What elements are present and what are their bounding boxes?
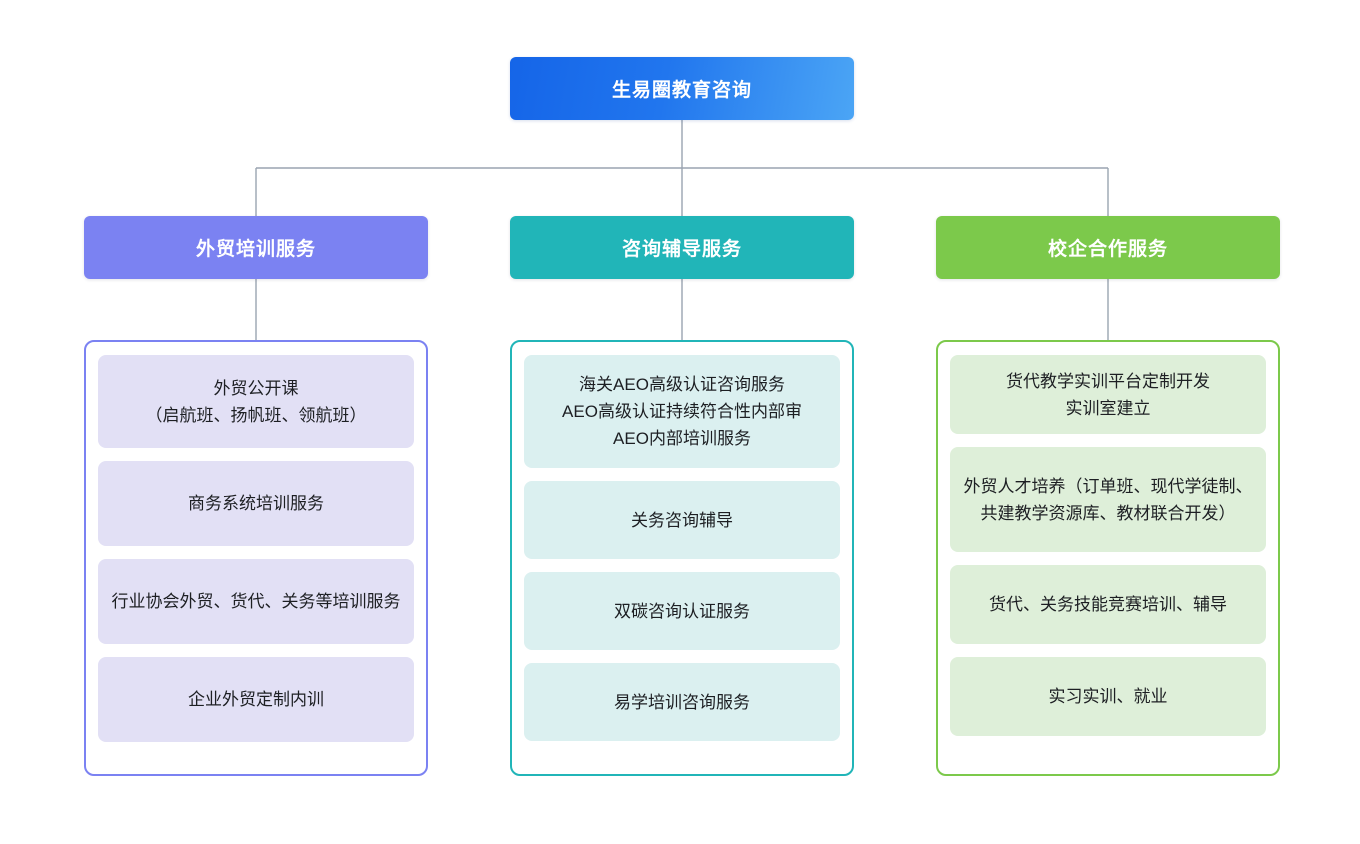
- leaf-node[interactable]: 商务系统培训服务: [98, 461, 414, 546]
- branch-body-0: 外贸公开课 （启航班、扬帆班、领航班） 商务系统培训服务 行业协会外贸、货代、关…: [84, 340, 428, 776]
- leaf-node[interactable]: 企业外贸定制内训: [98, 657, 414, 742]
- root-node[interactable]: 生易圈教育咨询: [510, 57, 854, 120]
- branch-column-2: 校企合作服务 货代教学实训平台定制开发 实训室建立 外贸人才培养（订单班、现代学…: [936, 216, 1280, 776]
- branch-header-1[interactable]: 咨询辅导服务: [510, 216, 854, 279]
- leaf-node[interactable]: 双碳咨询认证服务: [524, 572, 840, 650]
- leaf-node[interactable]: 关务咨询辅导: [524, 481, 840, 559]
- branch-header-0[interactable]: 外贸培训服务: [84, 216, 428, 279]
- root-node-label: 生易圈教育咨询: [611, 80, 752, 101]
- leaf-node[interactable]: 外贸人才培养（订单班、现代学徒制、共建教学资源库、教材联合开发）: [950, 447, 1266, 552]
- branch-body-1: 海关AEO高级认证咨询服务 AEO高级认证持续符合性内部审 AEO内部培训服务 …: [510, 340, 854, 776]
- leaf-node[interactable]: 易学培训咨询服务: [524, 663, 840, 741]
- leaf-node[interactable]: 货代教学实训平台定制开发 实训室建立: [950, 355, 1266, 434]
- branch-header-label-1: 咨询辅导服务: [621, 239, 742, 260]
- branch-column-1: 咨询辅导服务 海关AEO高级认证咨询服务 AEO高级认证持续符合性内部审 AEO…: [510, 216, 854, 776]
- branch-header-label-0: 外贸培训服务: [195, 239, 316, 260]
- leaf-node[interactable]: 实习实训、就业: [950, 657, 1266, 736]
- leaf-node[interactable]: 海关AEO高级认证咨询服务 AEO高级认证持续符合性内部审 AEO内部培训服务: [524, 355, 840, 468]
- branch-body-2: 货代教学实训平台定制开发 实训室建立 外贸人才培养（订单班、现代学徒制、共建教学…: [936, 340, 1280, 776]
- branch-column-0: 外贸培训服务 外贸公开课 （启航班、扬帆班、领航班） 商务系统培训服务 行业协会…: [84, 216, 428, 776]
- branch-header-2[interactable]: 校企合作服务: [936, 216, 1280, 279]
- leaf-node[interactable]: 货代、关务技能竞赛培训、辅导: [950, 565, 1266, 644]
- leaf-node[interactable]: 外贸公开课 （启航班、扬帆班、领航班）: [98, 355, 414, 448]
- branch-header-label-2: 校企合作服务: [1047, 239, 1168, 260]
- leaf-node[interactable]: 行业协会外贸、货代、关务等培训服务: [98, 559, 414, 644]
